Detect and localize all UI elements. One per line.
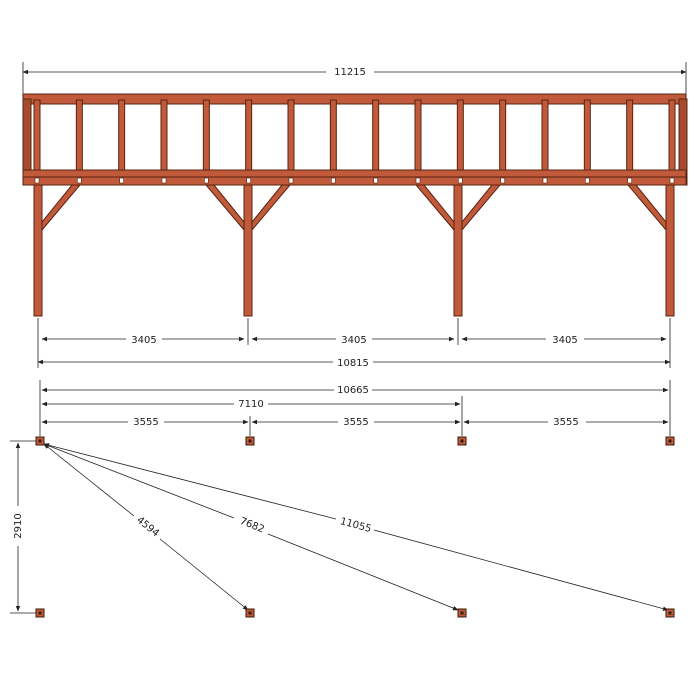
dim-post-spans: 3405 3405 3405 10815 [37, 318, 671, 369]
rafter [626, 99, 634, 179]
rafter [541, 99, 549, 179]
rafter [456, 99, 464, 179]
post-shaft [665, 184, 675, 317]
brace-right [41, 184, 82, 232]
rafter [160, 99, 168, 179]
elevation-view: 11215 3405 3405 3 [22, 62, 688, 369]
roof-frame [22, 93, 688, 186]
dim-depth: 2910 [10, 440, 36, 614]
dim-label-overall-length: 11215 [334, 67, 366, 78]
support-post [204, 184, 292, 317]
support-post [33, 184, 82, 317]
rafter-notch [542, 177, 548, 184]
support-posts [33, 184, 675, 317]
rafter-notch [585, 177, 590, 184]
dim-label-span-1: 3405 [131, 335, 156, 346]
rafter-notch [246, 177, 251, 184]
diagonals: 4594 7682 11055 [43, 443, 669, 611]
post-footprint [665, 608, 675, 618]
beam [22, 176, 687, 186]
dim-label-bay-3: 3555 [553, 417, 578, 428]
rafter-notch [627, 177, 632, 184]
dim-label-diagonal-1: 4594 [134, 515, 161, 540]
rafter-notch [458, 177, 463, 184]
rafter-notch [288, 177, 294, 184]
support-post [626, 184, 675, 317]
support-post [414, 184, 502, 317]
brace-right [251, 184, 292, 232]
rafters [33, 99, 676, 179]
rafter [499, 99, 507, 179]
dim-bays: 3555 3555 3555 [41, 417, 669, 428]
rafter-notch [669, 177, 675, 184]
rafter-notch [500, 177, 505, 184]
rafter [118, 99, 126, 179]
post-footprint [665, 436, 675, 446]
rafter-notch [161, 177, 167, 184]
rafter-notch [331, 177, 336, 184]
post-footprint [35, 608, 45, 618]
rafter-notch [415, 177, 421, 184]
dim-total-width: 10665 [41, 385, 669, 396]
dim-label-bay-2: 3555 [343, 417, 368, 428]
rafter-notch [119, 177, 124, 184]
brace-left [204, 184, 245, 232]
dim-label-diagonal-2: 7682 [238, 516, 266, 536]
rafter [668, 99, 676, 179]
rafter-notch [373, 177, 378, 184]
brace-left [414, 184, 455, 232]
rafter [33, 99, 41, 179]
dim-label-posts-outer: 10815 [337, 358, 369, 369]
post-footprint [245, 608, 255, 618]
plan-post-footprints [35, 436, 675, 618]
dim-overall-length: 11215 [22, 62, 687, 96]
dim-label-depth: 2910 [13, 513, 24, 538]
dim-label-bay-1: 3555 [133, 417, 158, 428]
post-footprint [245, 436, 255, 446]
post-footprint [35, 436, 45, 446]
rafter [287, 99, 295, 179]
dim-label-total-width: 10665 [337, 385, 369, 396]
rafter [202, 99, 210, 179]
post-shaft [33, 184, 43, 317]
post-footprint [457, 608, 467, 618]
dim-label-two-bays: 7110 [238, 399, 263, 410]
dim-label-span-2: 3405 [341, 335, 366, 346]
rafter-notches [34, 177, 675, 184]
rafter-notch [34, 177, 40, 184]
rafter [75, 99, 83, 179]
plan-view: 10665 7110 3555 3555 3555 2910 [10, 380, 675, 618]
post-footprint [457, 436, 467, 446]
rafter [329, 99, 337, 179]
rafter-notch [77, 177, 82, 184]
brace-right [461, 184, 502, 232]
rafter [245, 99, 253, 179]
rafter-notch [204, 177, 209, 184]
dim-two-bays: 7110 [41, 399, 461, 410]
dim-label-diagonal-3: 11055 [339, 516, 373, 535]
rafter [583, 99, 591, 179]
brace-left [626, 184, 667, 232]
rafter [372, 99, 380, 179]
lower-rail [22, 169, 687, 178]
post-shaft [453, 184, 463, 317]
dim-label-span-3: 3405 [552, 335, 577, 346]
post-shaft [243, 184, 253, 317]
rafter [414, 99, 422, 179]
